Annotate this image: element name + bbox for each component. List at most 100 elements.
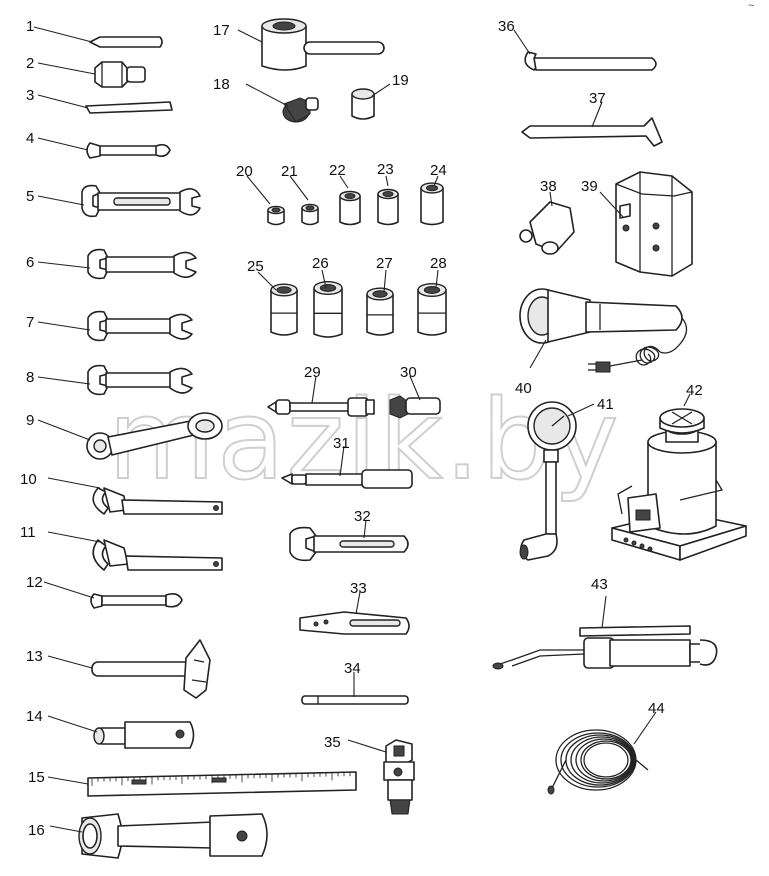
leader-line [383,269,387,293]
part-41-tire-pressure-gauge-icon [519,401,595,561]
part-44-coiled-hose-icon [547,711,657,795]
part-4-open-end-wrench-icon [37,137,171,159]
part-number-label: 40 [515,380,532,397]
leader-line [321,269,327,289]
part-number-label: 1 [26,18,34,35]
part-19-socket-icon [351,83,391,120]
part-number-label: 31 [333,435,350,452]
part-number-label: 10 [20,471,37,488]
part-32-open-end-wrench-icon [289,519,409,562]
part-number-label: 12 [26,574,43,591]
part-43-grease-gun-icon [492,595,718,670]
part-21-socket-icon [301,203,319,226]
part-23-socket-icon [377,188,399,226]
leader-line [246,175,271,205]
part-number-label: 13 [26,648,43,665]
part-number-label: 41 [597,396,614,413]
part-number-label: 30 [400,364,417,381]
part-7-open-end-wrench-icon [37,310,193,342]
part-9-box-end-wrench-icon [37,412,223,460]
part-40-inspection-lamp-icon [519,288,688,373]
part-number-label: 15 [28,769,45,786]
part-number-label: 7 [26,314,34,331]
part-number-label: 11 [20,524,36,541]
part-20-socket-icon [267,205,285,226]
leader-line [385,175,389,187]
part-number-label: 32 [354,508,371,525]
part-number-label: 27 [376,255,393,272]
part-number-label: 24 [430,162,447,179]
part-18-adapter-fitting-icon [245,83,319,123]
part-number-label: 29 [304,364,321,381]
part-11-hook-spanner-icon [47,531,223,571]
part-5-open-end-wrench-icon [37,184,201,218]
part-number-label: 35 [324,734,341,751]
part-42-hydraulic-jack-icon [611,393,747,561]
part-31-screwdriver-icon [281,445,413,489]
part-number-label: 42 [686,382,703,399]
part-33-handle-icon [299,591,410,635]
part-39-hex-box-wrench-icon [599,171,693,277]
part-number-label: 39 [581,178,598,195]
part-29-screwdriver-extension-icon [267,375,375,417]
part-number-label: 2 [26,55,34,72]
part-number-label: 34 [344,660,361,677]
part-number-label: 23 [377,161,394,178]
part-28-socket-icon [417,283,447,336]
part-number-label: 4 [26,130,34,147]
big-sockets-row [257,269,447,338]
part-1-drift-punch-icon [33,26,163,48]
part-number-label: 3 [26,87,34,104]
part-number-label: 20 [236,163,253,180]
part-number-label: 18 [213,76,230,93]
part-8-open-end-wrench-icon [37,364,193,396]
part-25-socket-icon [270,283,298,336]
leader-line [257,271,277,291]
part-34-rod-icon [301,672,409,705]
part-10-hook-spanner-icon [47,477,223,515]
part-16-long-socket-icon [49,813,268,859]
part-24-socket-icon [420,182,444,226]
part-number-label: 8 [26,369,34,386]
part-number-label: 14 [26,708,43,725]
part-number-label: 9 [26,412,34,429]
part-13-hammer-icon [47,639,211,699]
part-number-label: 38 [540,178,557,195]
part-37-pry-bar-icon [521,101,663,147]
part-3-flat-blade-icon [37,94,173,114]
part-15-ruler-icon [47,771,357,797]
leader-line [339,175,349,189]
part-6-open-end-wrench-icon [37,248,197,280]
part-number-label: 28 [430,255,447,272]
part-number-label: 26 [312,255,329,272]
leader-line [433,175,439,187]
part-number-label: 6 [26,254,34,271]
part-number-label: 21 [281,163,298,180]
part-number-label: 25 [247,258,264,275]
leader-line [289,175,309,201]
part-17-t-socket-wrench-icon [237,18,385,71]
small-sockets-row [246,175,444,226]
part-22-socket-icon [339,190,361,226]
part-number-label: 37 [589,90,606,107]
part-number-label: 36 [498,18,515,35]
part-38-nut-tool-icon [519,191,575,255]
part-14-tube-socket-icon [47,715,195,749]
part-number-label: 19 [392,72,409,89]
part-number-label: 5 [26,188,34,205]
part-35-universal-joint-icon [347,739,415,815]
part-2-hex-adapter-icon [37,61,146,88]
part-12-open-end-wrench-icon [43,581,183,609]
part-number-label: 44 [648,700,665,717]
part-number-label: 43 [591,576,608,593]
part-36-hook-wrench-icon [513,29,657,71]
part-30-socket-adapter-icon [389,375,441,419]
part-27-socket-icon [366,287,394,336]
leader-line [435,269,439,289]
part-number-label: 16 [28,822,45,839]
part-number-label: 22 [329,162,346,179]
part-number-label: 17 [213,22,230,39]
part-number-label: 33 [350,580,367,597]
